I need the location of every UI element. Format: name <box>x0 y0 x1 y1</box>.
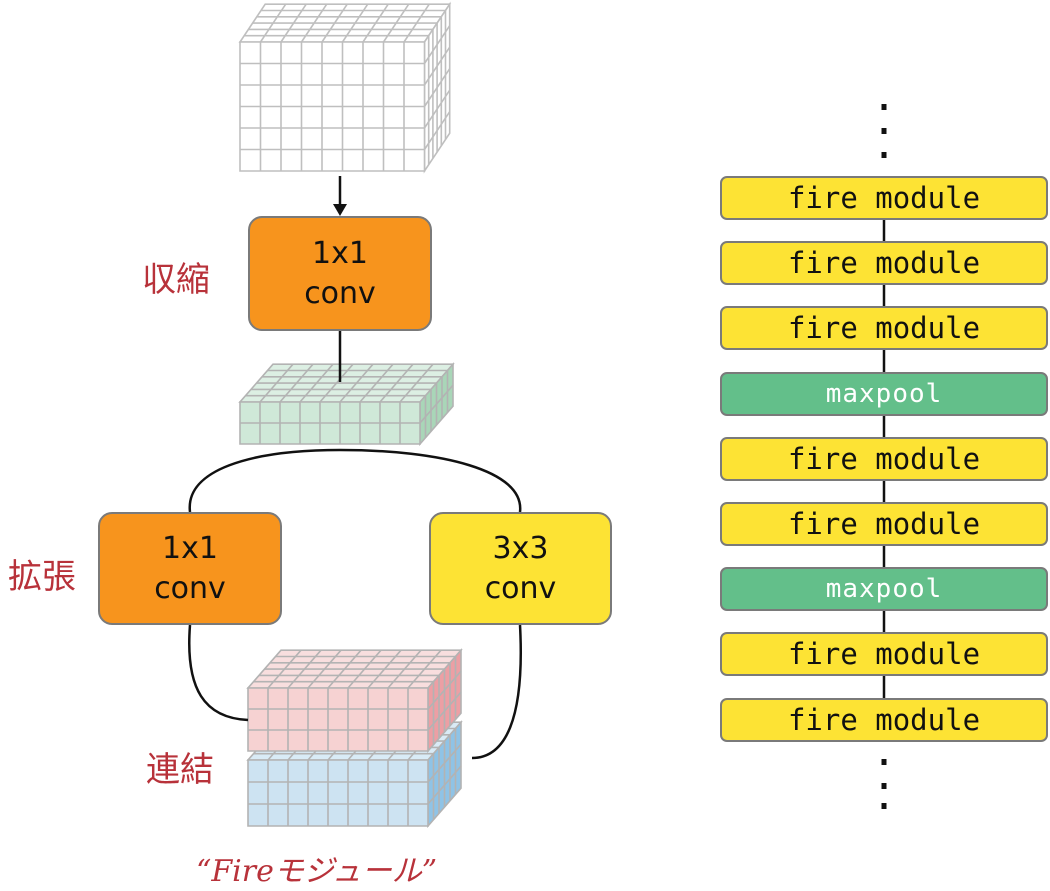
ellipsis-dot <box>881 803 887 809</box>
expand-3x3-conv-box: 3x3 conv <box>429 512 612 625</box>
fire-module-block: fire module <box>720 502 1048 546</box>
expand-1x1-output-cube <box>246 648 463 754</box>
maxpool-block: maxpool <box>720 372 1048 416</box>
expand-1x1-line1: 1x1 <box>162 530 218 566</box>
fire-module-block: fire module <box>720 632 1048 676</box>
expand-3x3-line2: conv <box>484 570 557 606</box>
expand-1x1-line2: conv <box>154 570 226 606</box>
squeeze-label: 収縮 <box>142 260 210 300</box>
branch-right <box>339 448 522 513</box>
ellipsis-dots <box>881 104 887 809</box>
ellipsis-dot <box>881 783 887 789</box>
arrowhead-icon <box>333 204 347 216</box>
ellipsis-dot <box>881 128 887 134</box>
feature-map-cubes <box>238 1 463 829</box>
expand-1x1-conv-box: 1x1 conv <box>98 512 282 625</box>
ellipsis-dot <box>881 152 887 158</box>
input-feature-cube <box>238 1 452 174</box>
fire-module-caption: “Fireモジュール” <box>196 854 438 889</box>
expand-3x3-line1: 3x3 <box>492 530 549 566</box>
expand-label: 拡張 <box>8 557 76 597</box>
maxpool-block: maxpool <box>720 567 1048 611</box>
fire-module-block: fire module <box>720 306 1048 350</box>
concat-label: 連結 <box>146 750 214 790</box>
fire-module-block: fire module <box>720 241 1048 285</box>
squeeze-conv-box: 1x1 conv <box>248 216 432 331</box>
squeeze-feature-cube <box>238 362 455 447</box>
expand-right-link <box>471 624 522 760</box>
ellipsis-dot <box>881 759 887 765</box>
fire-module-block: fire module <box>720 437 1048 481</box>
squeeze-conv-line2: conv <box>304 275 376 311</box>
squeeze-conv-line1: 1x1 <box>312 235 368 271</box>
branch-left <box>188 448 341 513</box>
ellipsis-dot <box>881 104 887 110</box>
fire-module-block: fire module <box>720 698 1048 742</box>
expand-left-link <box>188 624 249 722</box>
fire-module-block: fire module <box>720 176 1048 220</box>
